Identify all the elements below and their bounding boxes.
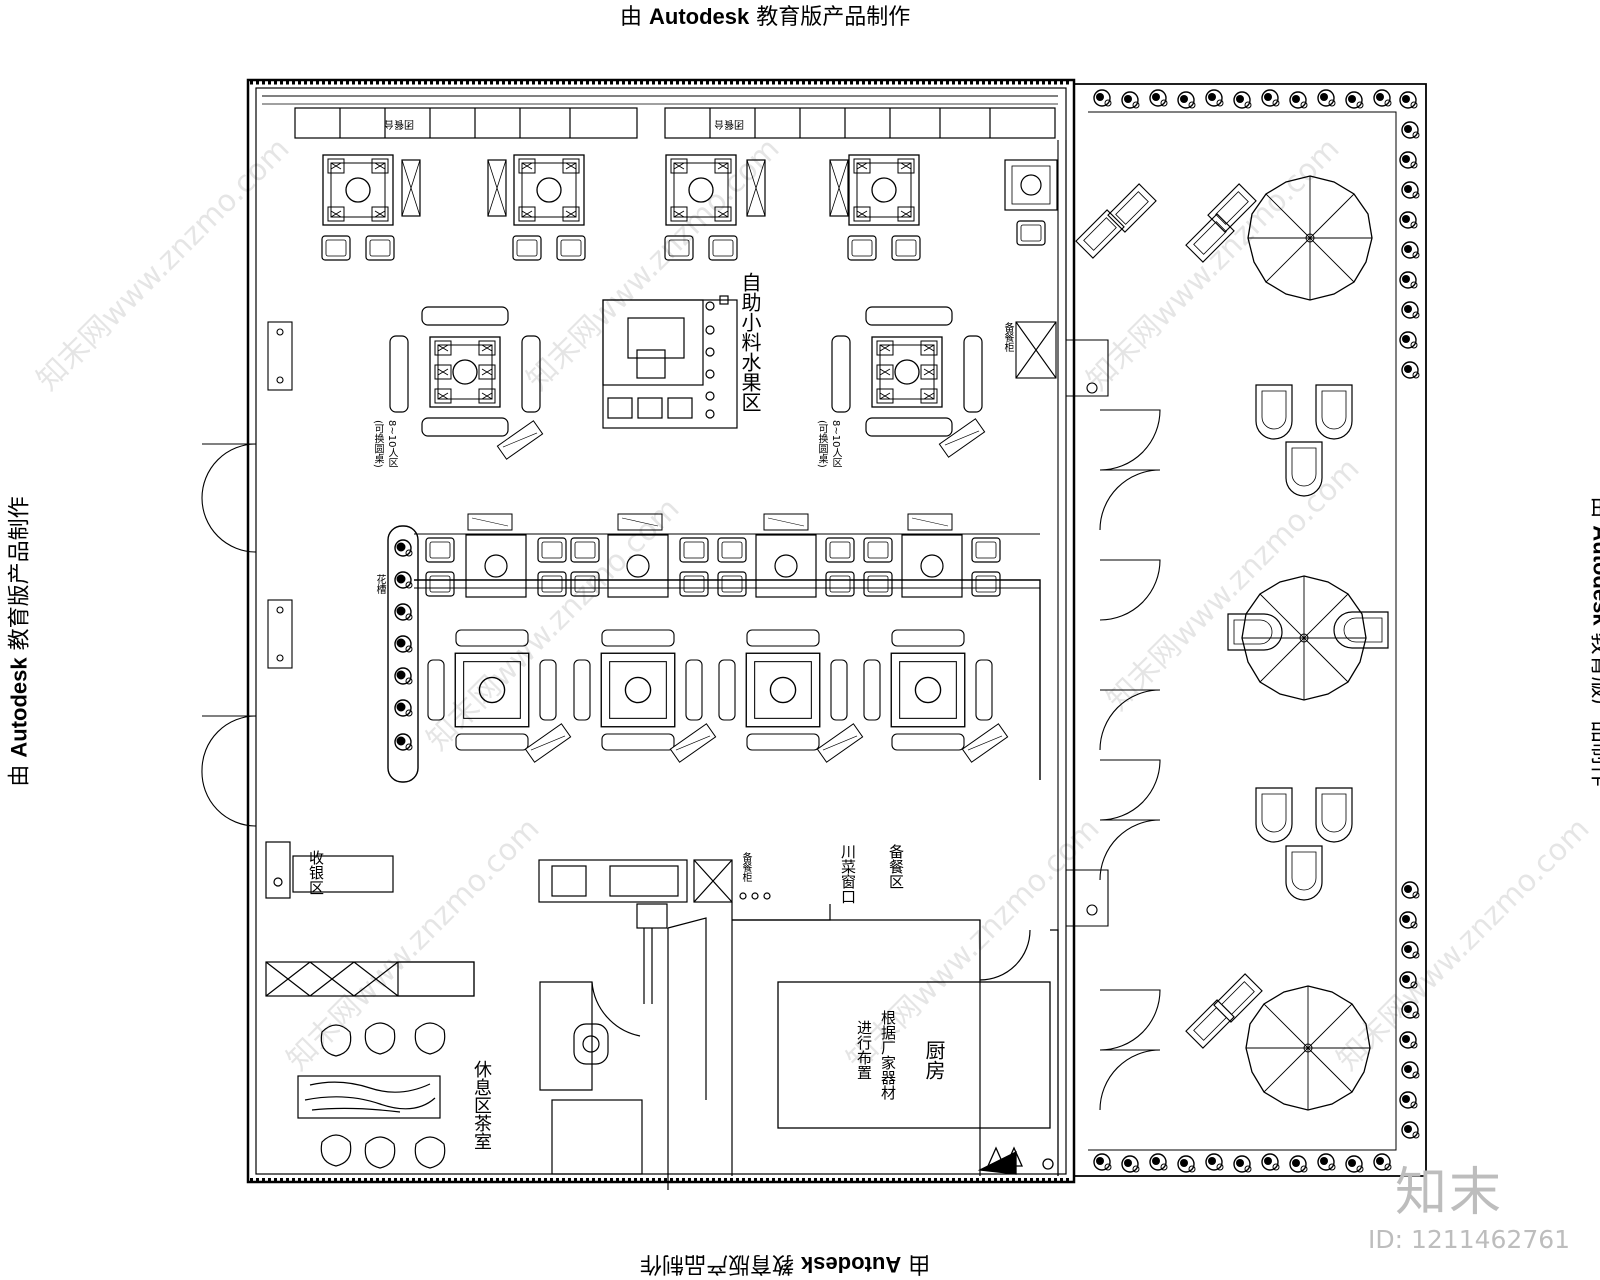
note-private-right: (可换圆桌)	[816, 420, 827, 468]
private-tables	[389, 306, 983, 437]
autodesk-stamp-right: 由 Autodesk 教育版产品制作	[1587, 496, 1600, 787]
label-tea-room: 休息区茶室	[471, 1060, 492, 1150]
hedge-planters	[1093, 89, 1420, 1173]
cashier-area	[265, 841, 475, 997]
right-wall-openings	[1015, 140, 1161, 1111]
label-private-right: 8~10人区	[830, 420, 841, 468]
label-counter-right: 团餐台	[714, 118, 744, 129]
label-service-cabinet-kitchen: 备餐柜	[740, 852, 751, 882]
autodesk-stamp-top: 由 Autodesk 教育版产品制作	[620, 4, 911, 30]
label-service-cabinet-right: 备餐柜	[1002, 322, 1013, 352]
autodesk-stamp-bottom: 由 Autodesk 教育版产品制作	[640, 1251, 931, 1277]
label-kitchen-note-1: 根据厂家器材	[879, 1010, 897, 1100]
label-cashier: 收银区	[307, 850, 325, 895]
label-private-left: 8~10人区	[386, 420, 397, 468]
label-buffet: 自助小料水果区	[738, 272, 762, 412]
label-planter: 花槽	[374, 574, 385, 594]
znzmo-id: ID: 1211462761	[1368, 1225, 1571, 1254]
kitchen	[777, 929, 1059, 1176]
central-booths	[387, 525, 1041, 783]
label-kitchen-note-2: 进行布置	[855, 1020, 873, 1080]
placards	[467, 418, 1009, 763]
note-private-left: (可换圆桌)	[372, 420, 383, 468]
exterior-walls	[246, 78, 1427, 1184]
service-area	[538, 859, 1031, 1190]
label-counter-left: 团餐台	[384, 118, 414, 129]
label-prep: 备餐区	[887, 844, 905, 889]
label-kitchen: 厨房	[922, 1040, 946, 1080]
left-wall-openings	[201, 321, 293, 827]
buffet-station	[602, 295, 738, 429]
top-counters	[294, 107, 1056, 139]
top-dining-tables	[321, 154, 1058, 261]
tea-room	[297, 1022, 446, 1169]
znzmo-logo: 知末	[1395, 1163, 1504, 1223]
label-sichuan-window: 川菜窗口	[839, 844, 857, 904]
outdoor-terrace	[1075, 175, 1389, 1111]
autodesk-stamp-left: 由 Autodesk 教育版产品制作	[6, 496, 33, 787]
